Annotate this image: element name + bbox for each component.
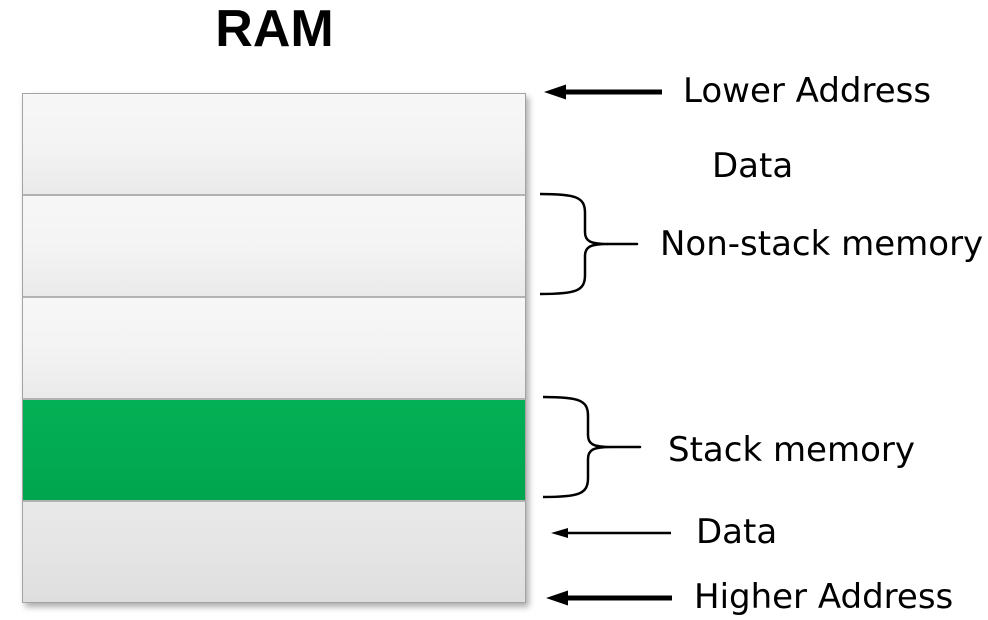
memory-block-5	[23, 502, 525, 602]
lower-address-label: Lower Address	[683, 71, 932, 111]
memory-block-3	[23, 298, 525, 400]
lower-address-arrow-icon	[544, 84, 662, 100]
higher-address-arrow-icon	[546, 590, 672, 606]
stack-brace-icon	[543, 395, 642, 499]
data-upper-label: Data	[712, 146, 794, 186]
diagram-title: RAM	[215, 0, 334, 58]
stack-memory-label: Stack memory	[668, 430, 915, 470]
non-stack-memory-label: Non-stack memory	[660, 224, 984, 264]
higher-address-label: Higher Address	[694, 577, 954, 617]
memory-box	[22, 93, 526, 603]
data-arrow-icon	[551, 528, 671, 538]
memory-block-1	[23, 94, 525, 196]
memory-block-2-non-stack	[23, 196, 525, 298]
data-lower-label: Data	[696, 512, 778, 552]
memory-block-4-stack	[23, 400, 525, 502]
non-stack-brace-icon	[540, 192, 639, 296]
